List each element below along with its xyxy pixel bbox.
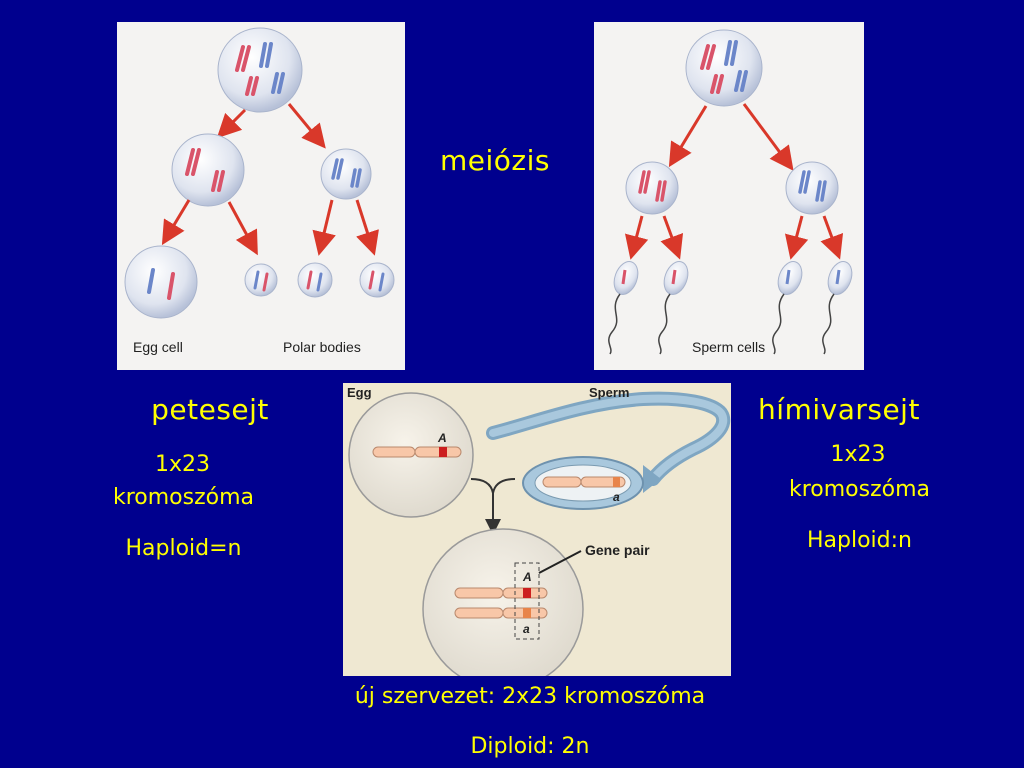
polar-body: [297, 262, 333, 298]
sperm-cell: [658, 261, 689, 355]
zygote-allele-upper: A: [522, 570, 532, 584]
allele-marker-recessive: [613, 477, 620, 487]
gene-pair-box: [514, 562, 540, 640]
sperm-label: Sperm: [589, 385, 629, 400]
polar-bodies-label: Polar bodies: [283, 339, 361, 355]
left-haploid: Haploid=n: [125, 536, 242, 561]
fertilization-figure: A Egg a Sperm A a Gene pair: [343, 383, 731, 676]
egg-allele-label: A: [437, 431, 447, 445]
cell: [685, 29, 763, 107]
allele-marker-dominant: [439, 447, 447, 457]
cell: [785, 161, 839, 215]
oogenesis-figure: Egg cell Polar bodies: [117, 22, 405, 370]
egg-label: Egg: [347, 385, 372, 400]
right-count: 1x23: [830, 442, 886, 467]
sperm-allele-label: a: [613, 490, 620, 504]
zygote-allele-lower: a: [523, 622, 530, 636]
sperm-cell: [608, 261, 639, 355]
right-haploid: Haploid:n: [807, 528, 912, 553]
cell: [171, 133, 245, 207]
sperm-cells-label: Sperm cells: [692, 339, 765, 355]
left-count: 1x23: [154, 452, 210, 477]
gene-pair-label: Gene pair: [585, 542, 650, 558]
sperm-cell: [822, 261, 853, 355]
right-chromosome: kromoszóma: [788, 477, 931, 502]
polar-body: [244, 263, 278, 297]
spermatogenesis-diagram: Sperm cells: [608, 29, 853, 355]
sperm-cell: [772, 261, 803, 355]
polar-body: [359, 262, 395, 298]
cell: [217, 27, 303, 113]
cell: [320, 148, 372, 200]
slide-title: meiózis: [440, 144, 550, 177]
cell: [625, 161, 679, 215]
egg-cell: [124, 245, 198, 319]
offspring-diploid: Diploid: 2n: [470, 734, 590, 759]
zygote: [422, 528, 584, 676]
left-chromosome: kromoszóma: [112, 485, 255, 510]
egg-cell-label: Egg cell: [133, 339, 183, 355]
right-title: hímivarsejt: [758, 393, 920, 426]
oogenesis-diagram: Egg cell Polar bodies: [124, 27, 395, 355]
left-title: petesejt: [151, 393, 269, 426]
fertilization-diagram: A Egg a Sperm A a Gene pair: [347, 385, 731, 676]
spermatogenesis-figure: Sperm cells: [594, 22, 864, 370]
offspring-chromosome-count: új szervezet: 2x23 kromoszóma: [354, 684, 706, 709]
